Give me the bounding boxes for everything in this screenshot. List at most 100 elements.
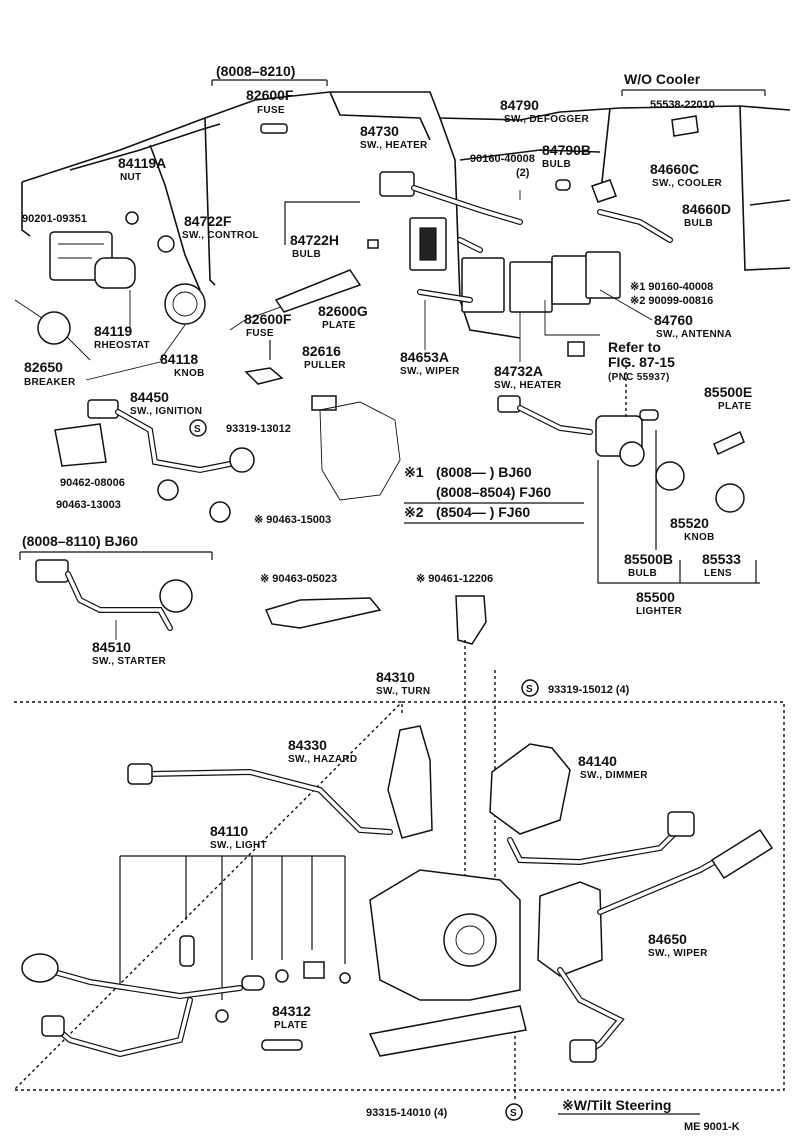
knob-name: KNOB [174, 368, 205, 379]
clamp-2-icon [209, 501, 231, 523]
fuse-b-name: FUSE [246, 328, 274, 339]
part-84119-number: 84119 [94, 323, 132, 339]
part-82616-number: 82616 [302, 343, 341, 359]
refer-to-label: Refer to [608, 339, 661, 355]
part-93319-15012-number: 93319-15012 (4) [548, 684, 630, 696]
light-connector-icon [41, 1015, 65, 1037]
lens-name: LENS [704, 568, 732, 579]
dimmer-connector-icon [667, 811, 695, 837]
puller-icon [311, 395, 337, 411]
starter-parts: (8008–8110) BJ60 84510 SW., STARTER ※ 90… [19, 533, 493, 667]
bulb-500b-name: BULB [628, 568, 657, 579]
s-mark-3-icon [505, 1103, 523, 1121]
fuse-range-group: (8008–8210) 82600F FUSE [211, 63, 328, 134]
upper-left-parts: 84119A NUT 90201-09351 84722F SW., CONTR… [22, 155, 259, 388]
part-84790-number: 84790 [500, 97, 539, 113]
note2-screw-number: ※2 90099-00816 [630, 295, 713, 307]
nut-name: NUT [120, 172, 141, 183]
detent-icon [303, 961, 325, 979]
ignition-name: SW., IGNITION [130, 406, 202, 417]
part-82600f-b-number: 82600F [244, 311, 292, 327]
wiper-stalk-knob-icon [710, 828, 774, 880]
part-85500e-number: 85500E [704, 384, 752, 400]
lighter-name: LIGHTER [636, 606, 682, 617]
defogger-name: SW., DEFOGGER [504, 114, 589, 125]
part-90462-number: 90462-08006 [60, 477, 125, 489]
turn-name: SW., TURN [376, 686, 430, 697]
ignition-connector-icon [87, 399, 119, 419]
rheostat-shaft-icon [94, 257, 136, 289]
lighter-bulb-icon [639, 409, 659, 421]
qty-2: (2) [516, 167, 530, 179]
part-84450-number: 84450 [130, 389, 169, 405]
s-mark-2-icon [521, 679, 539, 697]
washer-icon [125, 211, 139, 225]
nut-icon [157, 235, 175, 253]
starter-name: SW., STARTER [92, 656, 166, 667]
lighter-socket-icon [619, 441, 645, 467]
light-name: SW., LIGHT [210, 840, 267, 851]
light-stalk-knob-icon [21, 953, 59, 983]
plate-icon [274, 269, 362, 313]
part-85500b-number: 85500B [624, 551, 673, 567]
starter-range-label: (8008–8110) BJ60 [22, 533, 138, 549]
lighter-lens-icon [715, 483, 745, 513]
part-82650-number: 82650 [24, 359, 63, 375]
rheostat-name: RHEOSTAT [94, 340, 150, 351]
part-82600g-number: 82600G [318, 303, 368, 319]
part-84310-number: 84310 [376, 669, 415, 685]
part-82600f-number: 82600F [246, 87, 294, 103]
part-85533-number: 85533 [702, 551, 741, 567]
s-mark-icon [189, 419, 207, 437]
heater-switch-name: SW., HEATER [360, 140, 428, 151]
dimmer-name: SW., DIMMER [580, 770, 648, 781]
bulb-icon [367, 239, 379, 249]
heater-switch-connector [379, 171, 415, 197]
note1-label: ※1 [404, 464, 424, 480]
starter-switch-icon [159, 579, 193, 613]
bulb-h-name: BULB [292, 249, 321, 260]
part-84110-number: 84110 [210, 823, 248, 839]
wiper-650-name: SW., WIPER [648, 948, 708, 959]
notes: ※1 (8008— ) BJ60 (8008–8504) FJ60 ※2 (85… [404, 464, 584, 524]
part-90463-05023-number: ※ 90463-05023 [260, 573, 337, 585]
part-55538-number: 55538-22010 [650, 99, 715, 111]
dashboard-outline [14, 91, 791, 361]
hazard-name: SW., HAZARD [288, 754, 357, 765]
bulb-790b-name: BULB [542, 159, 571, 170]
part-84650-number: 84650 [648, 931, 687, 947]
part-84660c-number: 84660C [650, 161, 699, 177]
bottom-labels: 93315-14010 (4) S ※W/Tilt Steering ME 90… [366, 1097, 740, 1133]
middle-upper-parts: 84722H BULB 82600G PLATE 82600F FUSE 826… [244, 201, 379, 411]
blank-plate-icon [671, 115, 699, 137]
knob-icon [164, 283, 206, 325]
note2-fj60: (8504— ) FJ60 [436, 504, 530, 520]
part-84732a-number: 84732A [494, 363, 543, 379]
part-84119a-number: 84119A [118, 155, 166, 171]
ball-icon [275, 969, 289, 983]
cooler-connector-icon [591, 179, 617, 203]
switch-4-icon [551, 255, 591, 305]
wo-cooler-label: W/O Cooler [624, 71, 701, 87]
bulb-660d-name: BULB [684, 218, 713, 229]
part-90463-13003-number: 90463-13003 [56, 499, 121, 511]
steering-column-outline [319, 401, 401, 501]
part-85500-number: 85500 [636, 589, 675, 605]
starter-connector-icon [35, 559, 69, 583]
bracket-icon [54, 423, 107, 467]
puller-name: PULLER [304, 360, 346, 371]
fuse-range-label: (8008–8210) [216, 63, 295, 79]
switch-bank: 84730 SW., HEATER 84790 SW., DEFOGGER 90… [360, 97, 732, 391]
lighter-knob-icon [655, 461, 685, 491]
knob-520-name: KNOB [684, 532, 715, 543]
plate-312-icon [261, 1039, 303, 1051]
bulb-790b-icon [555, 179, 571, 191]
ignition-switch-icon [229, 447, 255, 473]
part-84330-number: 84330 [288, 737, 327, 753]
part-85520-number: 85520 [670, 515, 709, 531]
refer-pnc-label: (PNC 55937) [608, 372, 670, 383]
screw-icon [339, 972, 351, 984]
breaker-icon [37, 311, 71, 345]
